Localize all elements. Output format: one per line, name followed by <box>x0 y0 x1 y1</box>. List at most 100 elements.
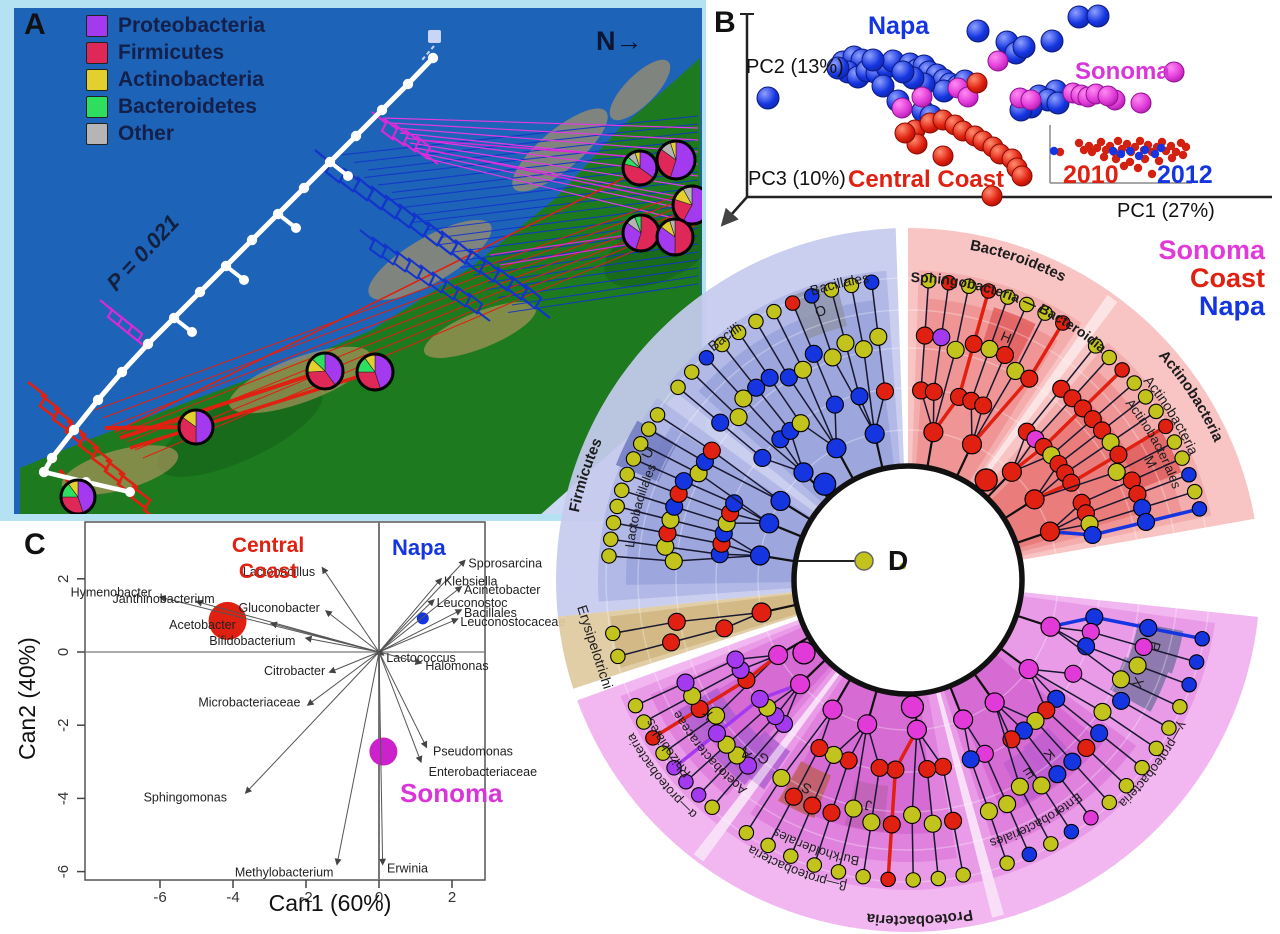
panel-c-label: C <box>24 528 46 561</box>
clade-edge <box>648 428 706 463</box>
clade-edge <box>721 344 757 389</box>
sonoma-link-line <box>394 127 699 153</box>
inset-point-2010 <box>1167 153 1177 163</box>
biplot-vector <box>334 651 380 866</box>
map-land <box>20 30 702 514</box>
backbone-node <box>116 366 128 378</box>
clade-node <box>760 368 779 387</box>
clade-edge <box>1034 397 1073 440</box>
y-tick-label: 0 <box>55 648 72 656</box>
napa-link-line <box>411 187 699 224</box>
clade-node <box>1137 389 1154 405</box>
clade-node <box>822 803 841 822</box>
inset-point-2010 <box>1171 147 1181 157</box>
clade-edge <box>667 532 722 545</box>
clade-node <box>748 313 764 330</box>
clade-edge <box>1006 803 1031 855</box>
clade-node <box>825 395 844 414</box>
clade-node <box>674 472 693 491</box>
clade-edge <box>1137 474 1190 495</box>
clade-node <box>961 278 977 294</box>
clade-node <box>640 421 657 437</box>
biplot-vector <box>378 599 435 653</box>
clade-node <box>1037 701 1056 720</box>
clade-node <box>711 413 730 432</box>
inset-point-2012 <box>1116 149 1126 159</box>
clade-edge <box>691 669 741 697</box>
clade-node <box>1148 403 1164 420</box>
sonoma-link-line <box>389 122 699 141</box>
clade-node <box>999 855 1015 871</box>
clade-edge <box>1060 345 1097 390</box>
pcoa-point-sonoma <box>1130 92 1152 114</box>
clade-parent-node <box>906 719 927 740</box>
plot-frame <box>84 521 486 881</box>
clade-edge <box>920 335 926 391</box>
backbone-node <box>298 182 310 194</box>
clade-node <box>980 339 999 359</box>
clade-edge <box>924 280 930 336</box>
backbone-node <box>291 223 301 233</box>
phylum-node <box>792 641 816 665</box>
clade-node <box>1014 721 1033 740</box>
clade-edge <box>737 331 771 379</box>
coast-link-line <box>118 205 699 435</box>
napa-link-line <box>425 195 699 231</box>
clade-edge <box>635 681 686 707</box>
clade-node <box>862 813 881 832</box>
root-node <box>854 551 874 571</box>
clade-edge <box>811 754 835 806</box>
clade-parent-node <box>749 545 771 566</box>
clade-node <box>1161 720 1177 736</box>
taxonomy-arc-text: Proteobacteria <box>865 906 974 929</box>
inset-point-2012 <box>1140 145 1150 155</box>
inset-point-2010 <box>1113 136 1123 146</box>
clade-node <box>760 837 776 854</box>
sonoma-clade-branch <box>99 299 119 326</box>
clade-edge <box>1110 410 1157 443</box>
x-tick-label: -2 <box>299 889 312 906</box>
y-tick-label: -4 <box>55 792 72 805</box>
backbone-node <box>46 452 58 464</box>
clade-node <box>1139 618 1158 637</box>
pcoa-point-napa <box>1040 29 1064 53</box>
clade-parent-node <box>1039 521 1061 542</box>
clade-edge <box>742 398 781 440</box>
napa-link-line <box>439 203 699 239</box>
backbone-node <box>142 338 154 350</box>
clade-node <box>662 633 681 652</box>
clade-edge <box>911 729 918 816</box>
inset-point-2010 <box>1096 137 1106 147</box>
legend-row: Other <box>86 120 265 147</box>
clade-node <box>1148 740 1165 757</box>
clade-edge <box>932 823 940 879</box>
clade-edge <box>1141 490 1195 509</box>
clade-node <box>627 697 644 714</box>
clade-letter: O <box>813 302 828 321</box>
pie-outline <box>305 351 345 391</box>
clade-node <box>664 552 683 571</box>
clade-node <box>1114 362 1130 378</box>
inset-point-2010 <box>1154 156 1164 166</box>
clade-node <box>676 673 695 692</box>
clade-edge <box>1072 673 1122 702</box>
clade-node <box>1166 434 1183 450</box>
clade-edge <box>736 715 776 757</box>
biplot-vector <box>304 635 380 653</box>
clade-edge <box>1004 304 1028 356</box>
clade-node <box>1134 637 1153 656</box>
clade-edge <box>870 282 880 337</box>
clade-node <box>1077 738 1096 758</box>
napa-clade-branch <box>356 176 383 211</box>
pcoa-point-napa <box>1012 35 1036 59</box>
clade-node <box>1083 810 1099 826</box>
clade-edge <box>952 820 964 876</box>
coast-link-line <box>114 169 641 433</box>
community-pie <box>671 184 702 226</box>
pcoa-point-sonoma <box>1097 85 1119 107</box>
clade-node <box>915 326 934 345</box>
inset-2010-label: 2010 <box>1063 161 1119 189</box>
clade-node <box>1101 794 1118 811</box>
sonoma-clade-branch <box>119 315 139 342</box>
ring-separator <box>637 309 1179 851</box>
